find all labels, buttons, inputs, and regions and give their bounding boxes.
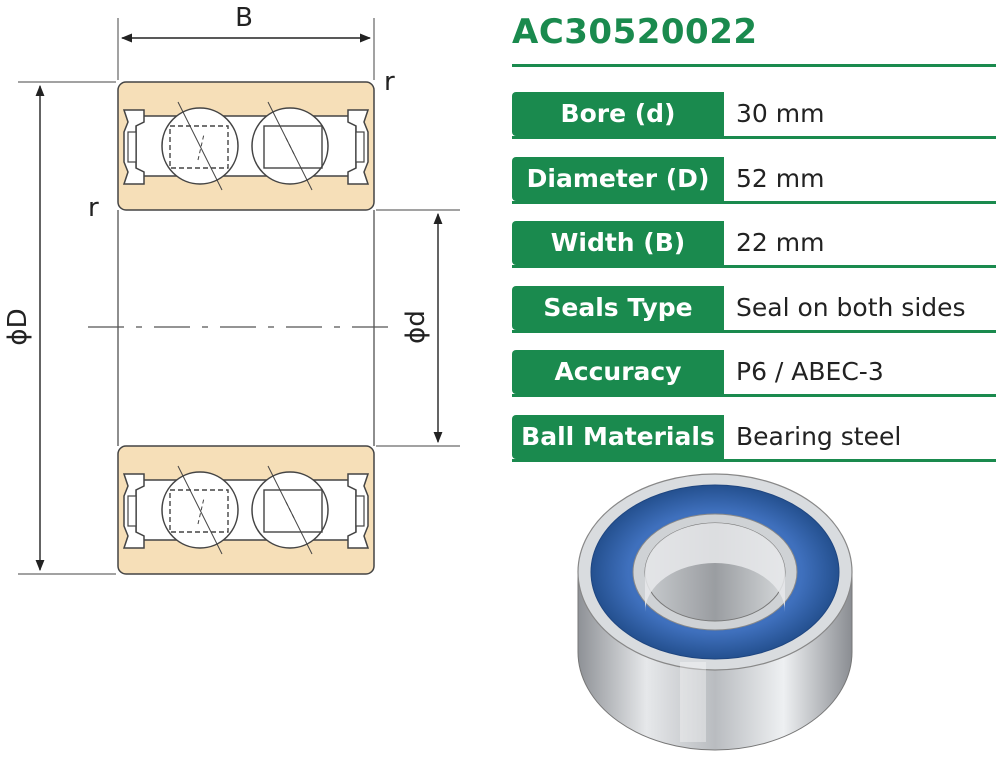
spec-value: 22 mm — [736, 228, 825, 257]
spec-row-accuracy: Accuracy P6 / ABEC-3 — [512, 350, 996, 398]
spec-divider — [512, 136, 996, 139]
spec-row-seals-type: Seals Type Seal on both sides — [512, 286, 996, 334]
bore-label: ϕd — [401, 310, 431, 344]
part-number-title: AC30520022 — [512, 12, 758, 52]
radius-label-top: r — [384, 67, 395, 97]
radius-label-left: r — [88, 193, 99, 223]
spec-row-diameter: Diameter (D) 52 mm — [512, 157, 996, 205]
spec-row-bore: Bore (d) 30 mm — [512, 92, 996, 140]
bearing-cross-section-drawing: B ϕD ϕd r r — [3, 3, 460, 575]
spec-label: Diameter (D) — [512, 157, 724, 201]
spec-label: Ball Materials — [512, 415, 724, 459]
width-label: B — [235, 3, 253, 33]
spec-divider — [512, 330, 996, 333]
spec-row-ball-materials: Ball Materials Bearing steel — [512, 415, 996, 463]
spec-value: 52 mm — [736, 164, 825, 193]
spec-label: Seals Type — [512, 286, 724, 330]
spec-row-width: Width (B) 22 mm — [512, 221, 996, 269]
spec-label: Width (B) — [512, 221, 724, 265]
upper-ring-section — [117, 81, 375, 211]
spec-divider — [512, 394, 996, 397]
spec-value: P6 / ABEC-3 — [736, 357, 884, 386]
spec-divider — [512, 459, 996, 462]
spec-value: Seal on both sides — [736, 293, 966, 322]
spec-label: Accuracy — [512, 350, 724, 394]
lower-ring-section — [117, 445, 375, 575]
spec-divider — [512, 201, 996, 204]
outer-diameter-label: ϕD — [3, 308, 33, 345]
spec-divider — [512, 265, 996, 268]
title-divider — [512, 64, 996, 67]
spec-value: Bearing steel — [736, 422, 902, 451]
spec-label: Bore (d) — [512, 92, 724, 136]
spec-value: 30 mm — [736, 99, 825, 128]
bearing-product-photo — [577, 473, 853, 751]
